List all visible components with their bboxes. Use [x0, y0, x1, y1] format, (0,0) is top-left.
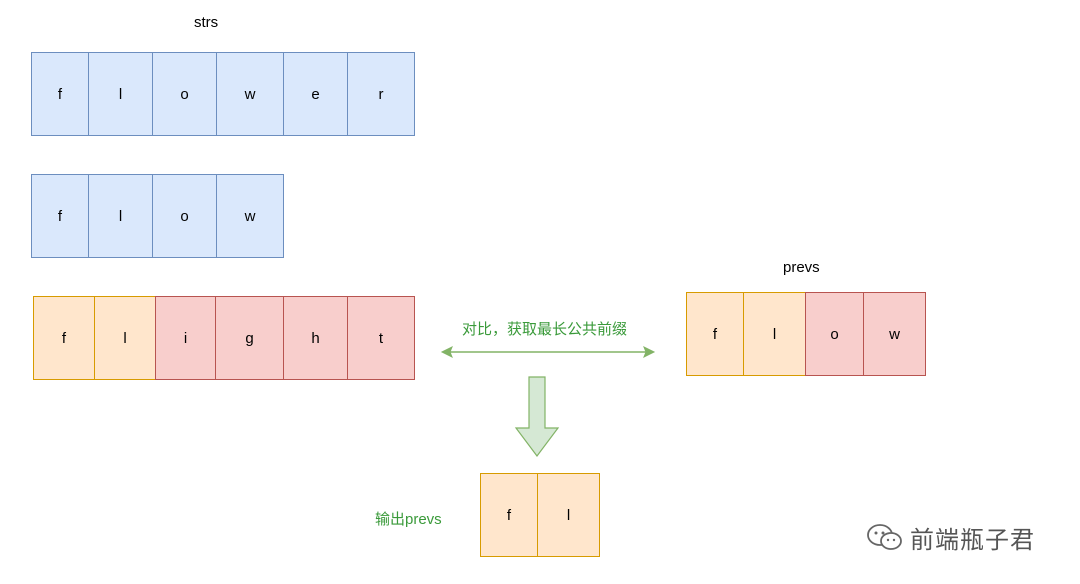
char-cell: g — [215, 296, 284, 380]
char-cell: o — [152, 52, 217, 136]
char-cell: f — [31, 174, 89, 258]
char-cell: l — [537, 473, 600, 557]
wechat-icon — [867, 523, 902, 550]
char-cell: e — [283, 52, 348, 136]
char-cell: w — [216, 52, 284, 136]
output-label: 输出prevs — [375, 511, 442, 528]
char-cell: l — [94, 296, 156, 380]
char-cell: f — [31, 52, 89, 136]
char-cell: l — [88, 174, 153, 258]
char-cell: o — [805, 292, 864, 376]
char-cell: r — [347, 52, 415, 136]
prevs-title: prevs — [783, 259, 820, 276]
char-cell: w — [863, 292, 926, 376]
char-cell: o — [152, 174, 217, 258]
char-cell: t — [347, 296, 415, 380]
char-cell: w — [216, 174, 284, 258]
down-arrow-icon — [514, 376, 560, 457]
char-cell: l — [743, 292, 806, 376]
char-cell: h — [283, 296, 348, 380]
char-cell: i — [155, 296, 216, 380]
compare-label: 对比，获取最长公共前缀 — [462, 321, 628, 338]
char-cell: f — [686, 292, 744, 376]
char-cell: l — [88, 52, 153, 136]
strs-title: strs — [194, 14, 219, 31]
watermark: 前端瓶子君 — [866, 520, 1035, 555]
char-cell: f — [480, 473, 538, 557]
watermark-text: 前端瓶子君 — [910, 527, 1035, 554]
char-cell: f — [33, 296, 95, 380]
compare-double-arrow — [440, 345, 656, 359]
